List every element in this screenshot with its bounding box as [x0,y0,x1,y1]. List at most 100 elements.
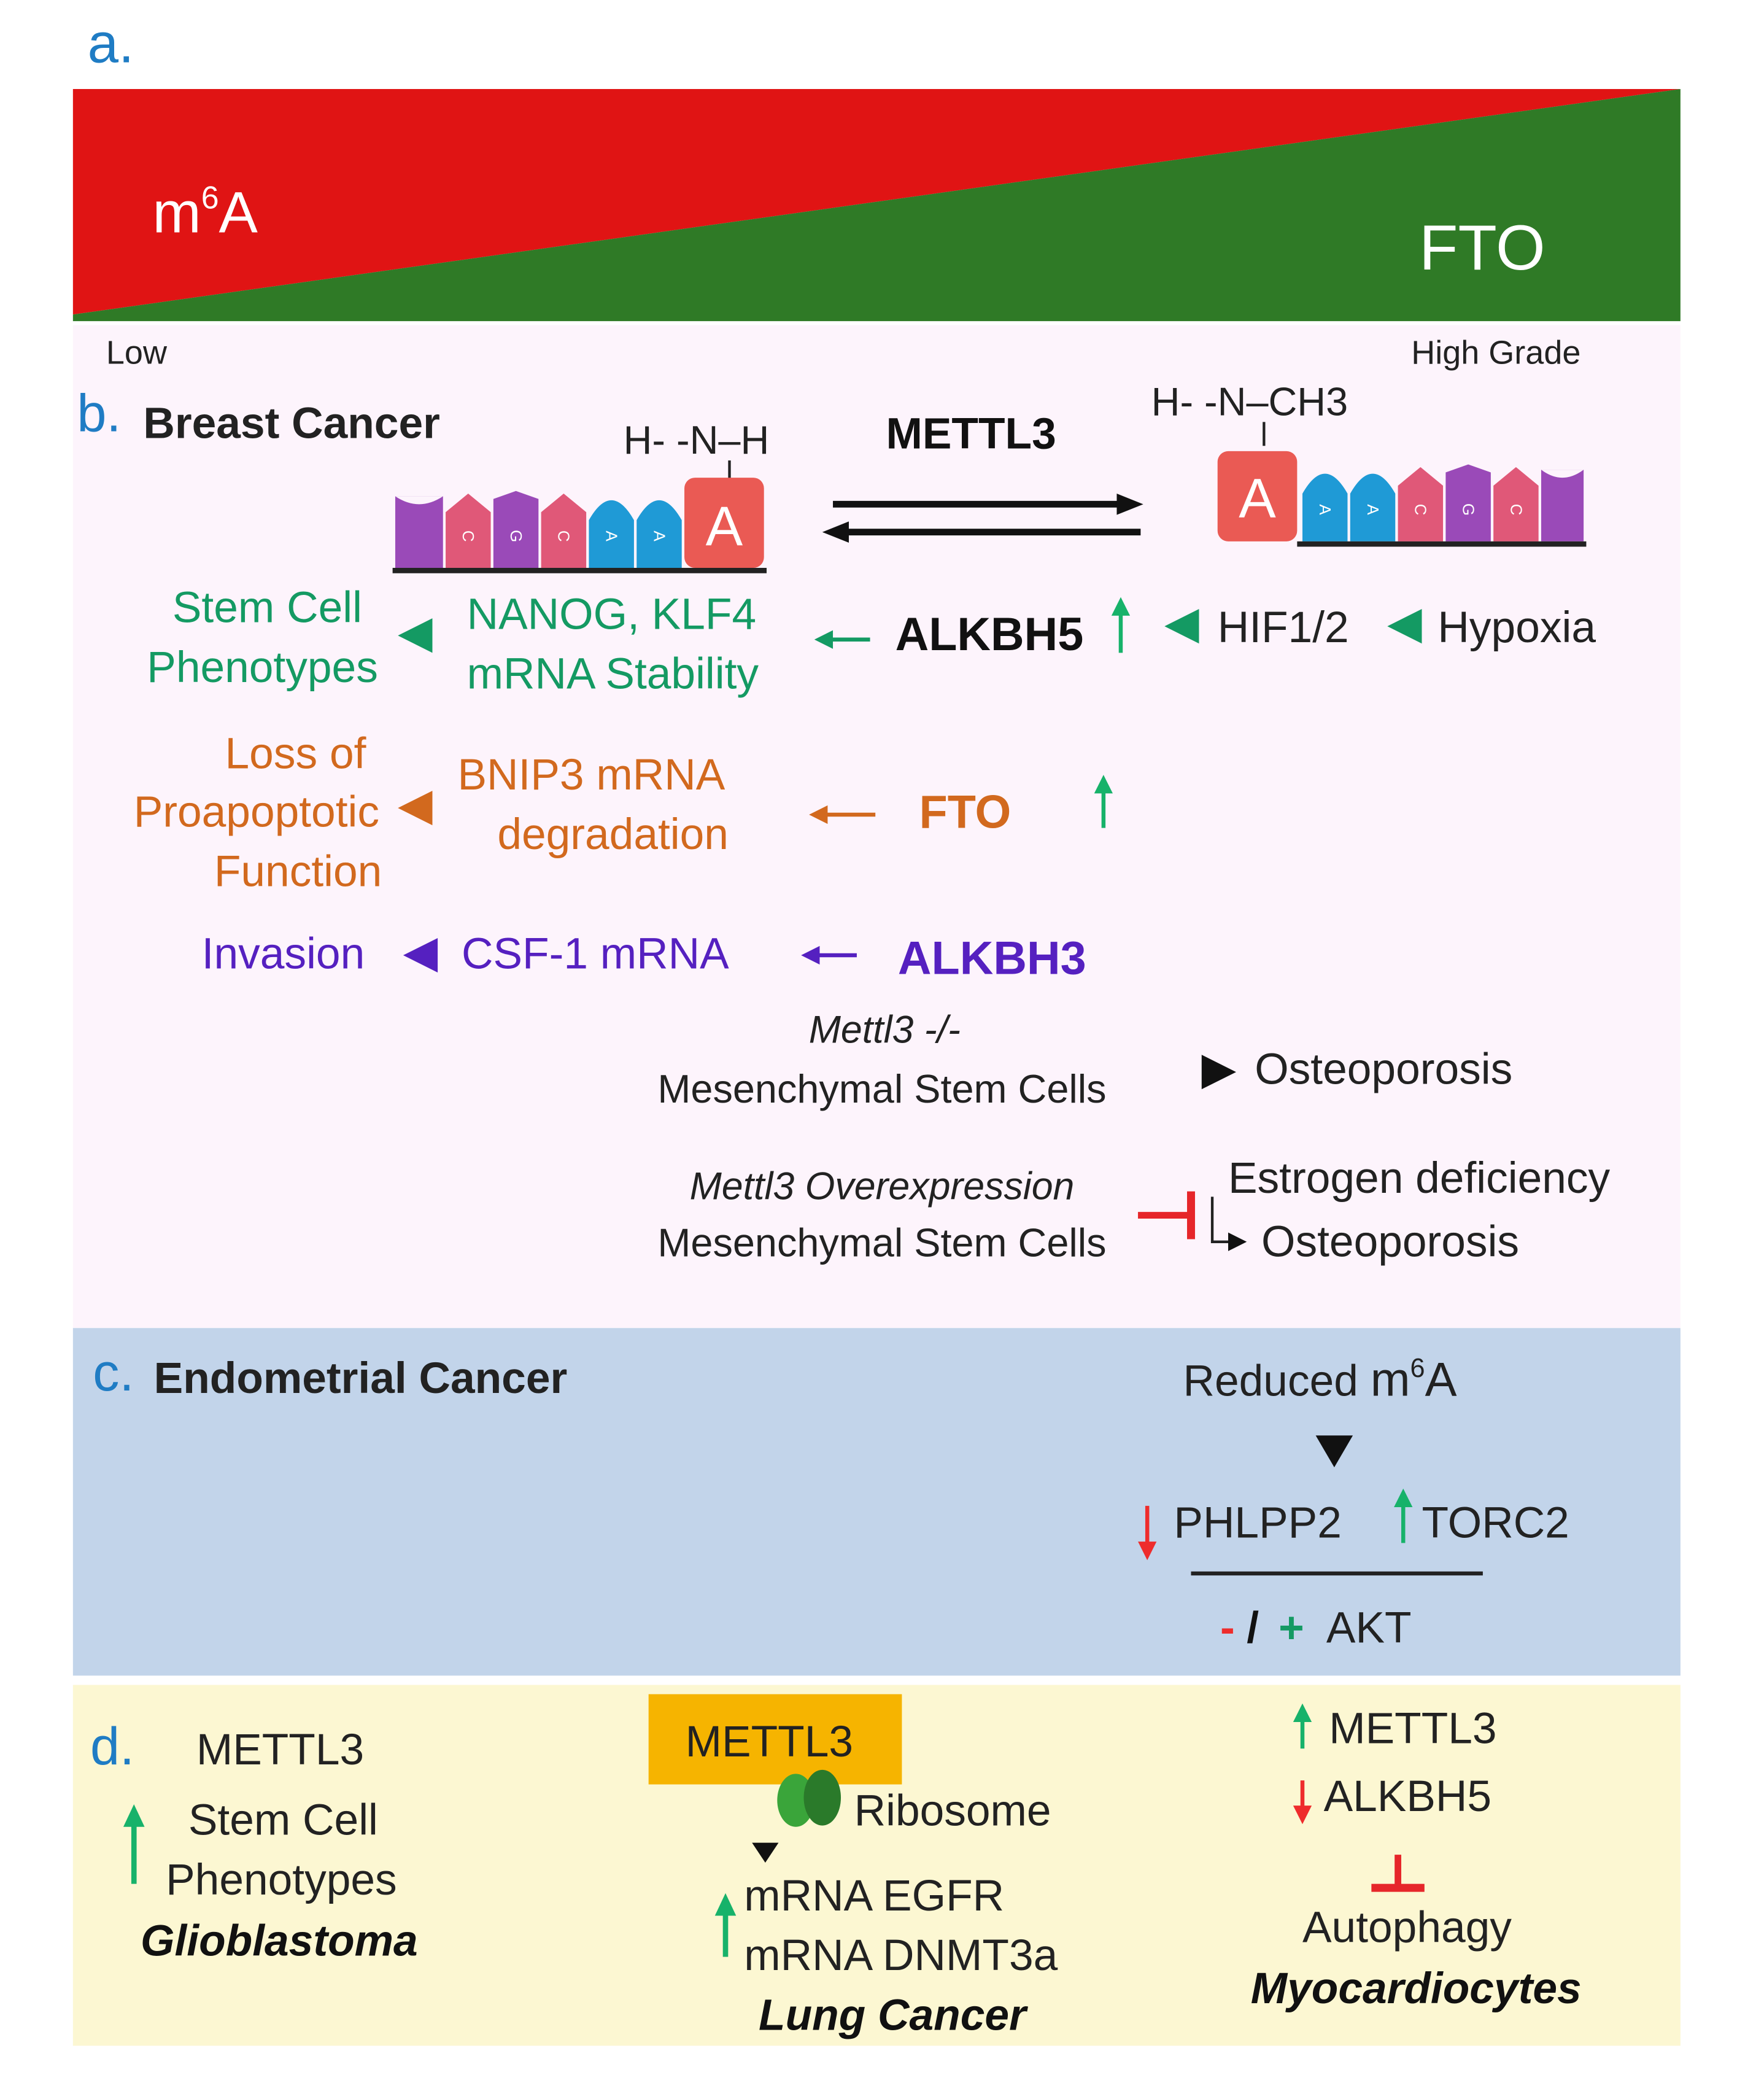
nucleotide-a [636,500,682,568]
bnip3-mrna-label: BNIP3 mRNA [458,750,725,799]
plus-sign: + [1279,1603,1304,1652]
rna-strand-unmethylated: A C G C A A [392,478,767,573]
black-triangle-arrow [1228,1232,1247,1251]
hif-label: HIF1/2 [1218,603,1349,652]
glioblastoma-label: Glioblastoma [141,1916,418,1965]
svg-text:C: C [1412,504,1429,516]
mrna-dnmt3a-label: mRNA DNMT3a [744,1931,1058,1980]
adenosine-label-left: A [706,495,743,557]
nucleotide-g [1445,464,1491,541]
adenosine-label-right: A [1239,468,1276,530]
mrna-stability-label: mRNA Stability [467,650,759,699]
up-arrow-icon [714,1893,737,1916]
osteoporosis-label-1: Osteoporosis [1255,1045,1512,1094]
high-grade-label: High Grade [1411,334,1580,371]
panel-b-label: b. [77,384,121,443]
up-arrow-icon [1394,1488,1413,1507]
mettl3-knockout-label: Mettl3 -/- [809,1009,961,1052]
nucleotide-a [589,500,634,568]
svg-text:C: C [555,530,572,542]
nucleotide-c [446,494,491,568]
minus-sign: - [1220,1603,1235,1652]
csf1-mrna-label: CSF-1 mRNA [462,929,729,979]
mettl3-overexpression-label: Mettl3 Overexpression [690,1165,1075,1208]
mrna-egfr-label: mRNA EGFR [744,1871,1004,1920]
ribosome-label: Ribosome [854,1786,1051,1836]
fto-driver: FTO [919,787,1012,839]
nucleotide-a [1302,473,1348,541]
down-arrow-icon [1138,1542,1157,1561]
panel-d: d. METTL3 Stem Cell Phenotypes Glioblast… [72,1685,1681,2046]
ribosome-icon [777,1774,814,1827]
nucleotide-c [1398,467,1444,541]
svg-text:A: A [1364,504,1381,515]
orange-arrow-head [809,805,828,824]
torc2-label: TORC2 [1422,1499,1569,1548]
myocardiocytes-section: METTL3 ALKBH5 Autophagy Myocardiocytes [1251,1703,1582,2013]
fto-label: FTO [1419,212,1545,283]
svg-text:G: G [1459,503,1476,516]
black-down-triangle-arrow [752,1842,779,1863]
hypoxia-pathway: Stem Cell Phenotypes NANOG, KLF4 mRNA St… [147,583,1596,699]
osteoporosis-label-2: Osteoporosis [1261,1217,1519,1266]
svg-text:A: A [1316,504,1333,515]
fto-wedge [72,88,1681,322]
loss-of-label: Loss of [225,729,366,778]
endometrial-cancer-title: Endometrial Cancer [154,1354,568,1403]
orange-triangle-arrow [398,791,433,826]
rna-strand-methylated: A A A C G C [1217,451,1587,547]
nucleotide-c [1493,467,1539,541]
ribosome-icon [803,1769,841,1826]
up-arrow-icon [1094,775,1113,794]
autophagy-label: Autophagy [1302,1903,1512,1952]
function-label: Function [214,847,382,896]
panel-a-label: a. [88,13,134,75]
nucleotide-u [395,496,443,568]
svg-text:G: G [507,530,524,542]
stem-cell-phenotype-outcome-line2: Phenotypes [147,643,378,692]
svg-text:A: A [650,531,667,542]
green-triangle-arrow [398,618,433,653]
phlpp2-label: PHLPP2 [1174,1499,1341,1548]
gbm-stem-cell-label: Stem Cell [188,1796,378,1845]
svg-text:C: C [459,530,476,542]
adenosine-target-left [684,478,764,568]
mettl3-enzyme-label: METTL3 [886,409,1056,459]
msc-label-2: Mesenchymal Stem Cells [657,1220,1106,1265]
degradation-label: degradation [497,810,729,859]
reduced-m6a-label: Reduced m6A [1183,1353,1457,1406]
myo-alkbh5-label: ALKBH5 [1324,1772,1491,1821]
stem-cell-phenotype-outcome-line1: Stem Cell [172,583,362,632]
methyl-amine-group-right: H- -N–CH3 [1151,379,1348,424]
myocardiocytes-label: Myocardiocytes [1251,1964,1582,2013]
alkbh3-driver: ALKBH3 [898,933,1086,984]
slash-sign: / [1247,1603,1259,1652]
myo-mettl3-label: METTL3 [1329,1704,1496,1753]
panel-c-label: c. [93,1343,134,1402]
green-triangle-arrow [1164,609,1199,644]
estrogen-deficiency-label: Estrogen deficiency [1228,1154,1611,1203]
mettl3-highlight-box [648,1694,902,1785]
alkbh3-pathway: Invasion CSF-1 mRNA ALKBH3 [202,929,1086,985]
forward-arrow-head [1116,494,1143,515]
akt-label: AKT [1326,1603,1412,1652]
up-arrow-icon [1111,597,1131,616]
nucleotide-g [493,491,539,568]
m6a-label: m6A [153,179,258,245]
mettl3-knockout-bone: Mettl3 -/- Mesenchymal Stem Cells Osteop… [657,1009,1512,1111]
gbm-mettl3-label: METTL3 [196,1725,364,1774]
hypoxia-label: Hypoxia [1437,603,1596,652]
green-arrow-head [814,630,834,649]
mettl3-overexpression-bone: Mettl3 Overexpression Mesenchymal Stem C… [657,1154,1610,1266]
green-triangle-arrow [1387,609,1422,644]
black-triangle-arrow [1201,1055,1236,1090]
panel-d-label: d. [90,1717,134,1776]
nucleotide-u [1541,470,1584,541]
connector-bracket [1210,1197,1228,1243]
down-arrow-icon [1293,1806,1312,1825]
purple-triangle-arrow [403,937,438,973]
svg-text:C: C [1507,504,1524,516]
nanog-klf4-label: NANOG, KLF4 [467,589,756,638]
